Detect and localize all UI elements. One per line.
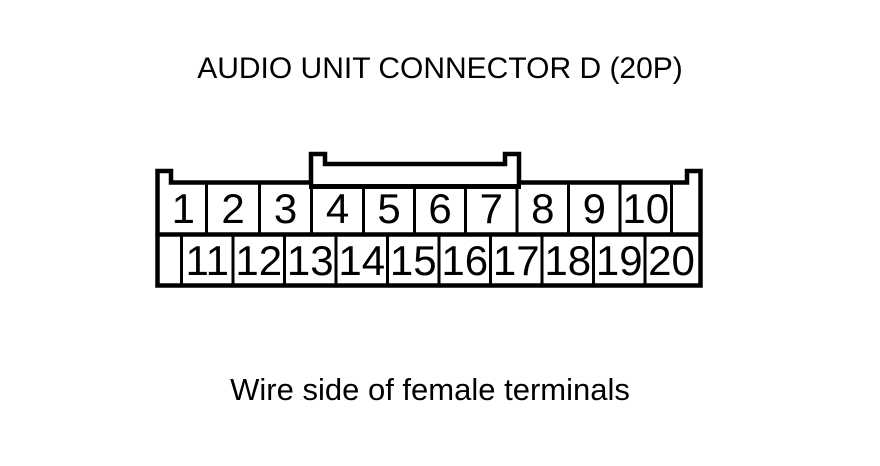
pin-14: 14 <box>338 236 386 284</box>
pin-6: 6 <box>428 184 452 232</box>
pin-9: 9 <box>582 184 606 232</box>
pin-20: 20 <box>648 236 695 284</box>
pin-7: 7 <box>479 184 503 232</box>
pin-3: 3 <box>273 184 298 232</box>
connector-body-outline <box>155 151 703 288</box>
pin-5: 5 <box>377 184 401 232</box>
pin-8: 8 <box>531 184 555 232</box>
diagram-title: AUDIO UNIT CONNECTOR D (20P) <box>197 52 683 85</box>
pin-17: 17 <box>492 236 540 284</box>
pin-2: 2 <box>221 184 245 232</box>
pin-13: 13 <box>286 236 334 284</box>
pin-4: 4 <box>325 184 350 232</box>
pin-18: 18 <box>544 236 592 284</box>
pin-11: 11 <box>185 236 230 284</box>
pin-12: 12 <box>235 236 283 284</box>
row1-cell-dividers <box>205 183 673 234</box>
diagram-caption: Wire side of female terminals <box>230 372 630 407</box>
pin-19: 19 <box>595 236 643 284</box>
pin-1: 1 <box>171 184 195 232</box>
pin-10: 10 <box>622 184 670 232</box>
row2-cell-dividers <box>180 235 647 285</box>
pin-15: 15 <box>389 236 437 284</box>
pin-16: 16 <box>441 236 489 284</box>
